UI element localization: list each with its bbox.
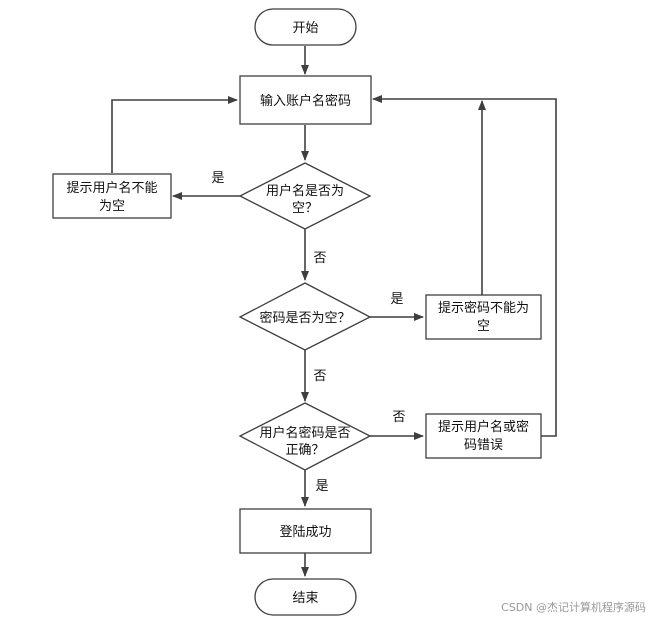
input-label: 输入账户名密码 [260, 93, 351, 109]
credentials-error-node: 提示用户名或密 码错误 [425, 413, 542, 459]
watermark-text: CSDN @杰记计算机程序源码 [501, 601, 646, 614]
error-label-line1: 提示用户名或密 [438, 419, 529, 435]
user-empty-node: 提示用户名不能 为空 [52, 173, 172, 219]
check-user-label-line2: 空？ [292, 201, 318, 216]
edge-label-user-no: 否 [313, 251, 326, 266]
user-empty-label-line1: 提示用户名不能 [66, 180, 157, 196]
edge-label-both-yes: 是 [315, 479, 328, 494]
error-label-line2: 码错误 [464, 438, 503, 453]
pwd-empty-label-line1: 提示密码不能为 [438, 300, 529, 316]
check-pwd-label: 密码是否为空？ [259, 310, 350, 326]
start-node: 开始 [254, 8, 357, 46]
check-both-label-line2: 正确？ [285, 443, 324, 458]
end-node: 结束 [254, 578, 357, 616]
check-user-empty-decision: 用户名是否为 空？ [238, 162, 372, 230]
end-label: 结束 [292, 591, 318, 606]
login-success-node: 登陆成功 [239, 508, 372, 554]
edge-error-back-to-input [372, 95, 557, 437]
check-both-label-line1: 用户名密码是否 [259, 425, 350, 441]
start-label: 开始 [292, 21, 318, 36]
edge-user-empty-back-to-input [111, 96, 238, 173]
check-credentials-decision: 用户名密码是否 正确？ [238, 402, 372, 471]
edge-label-user-yes: 是 [211, 171, 224, 186]
input-node: 输入账户名密码 [239, 75, 372, 125]
edge-label-both-no: 否 [392, 410, 405, 425]
user-empty-label-line2: 为空 [99, 199, 125, 214]
check-user-label-line1: 用户名是否为 [266, 183, 344, 199]
login-success-label: 登陆成功 [279, 524, 331, 540]
pwd-empty-label-line2: 空 [477, 319, 490, 334]
edge-label-pwd-yes: 是 [390, 292, 403, 307]
check-pwd-empty-decision: 密码是否为空？ [238, 282, 372, 351]
edge-label-pwd-no: 否 [313, 369, 326, 384]
pwd-empty-node: 提示密码不能为 空 [425, 294, 542, 340]
